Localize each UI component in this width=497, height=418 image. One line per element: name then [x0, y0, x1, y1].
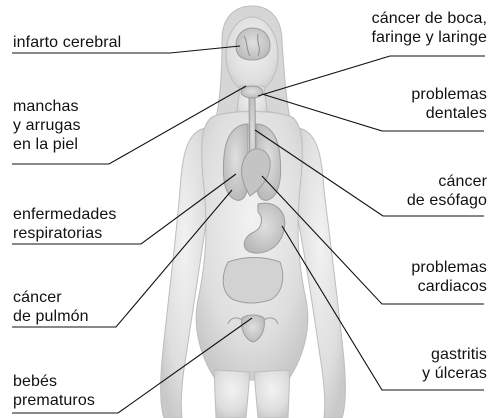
label-problemas-cardiacos: problemas cardiacos [411, 258, 487, 296]
label-line: prematuros [13, 391, 95, 410]
label-line: cáncer [13, 288, 89, 307]
label-line: manchas [13, 97, 81, 116]
label-line: bebés [13, 372, 95, 391]
label-line: respiratorias [13, 224, 117, 243]
label-problemas-dentales: problemas dentales [411, 85, 487, 123]
label-line: problemas [411, 258, 487, 277]
label-line: cáncer [407, 172, 487, 191]
label-bebes-prematuros: bebés prematuros [13, 372, 95, 410]
label-enfermedades-respiratorias: enfermedades respiratorias [13, 205, 117, 243]
label-line: y arrugas [13, 116, 81, 135]
label-line: gastritis [422, 345, 487, 364]
label-cancer-pulmon: cáncer de pulmón [13, 288, 89, 326]
label-line: dentales [411, 104, 487, 123]
label-infarto-cerebral: infarto cerebral [13, 33, 121, 52]
label-line: de pulmón [13, 307, 89, 326]
label-manchas-piel: manchas y arrugas en la piel [13, 97, 81, 154]
label-line: en la piel [13, 135, 81, 154]
label-cancer-boca: cáncer de boca, faringe y laringe [371, 9, 487, 47]
label-line: problemas [411, 85, 487, 104]
label-line: cardiacos [411, 277, 487, 296]
label-cancer-esofago: cáncer de esófago [407, 172, 487, 210]
label-line: infarto cerebral [13, 33, 121, 52]
label-line: y úlceras [422, 364, 487, 383]
body-silhouette [161, 6, 346, 418]
label-line: faringe y laringe [371, 28, 487, 47]
label-line: cáncer de boca, [371, 9, 487, 28]
label-line: enfermedades [13, 205, 117, 224]
label-line: de esófago [407, 191, 487, 210]
label-gastritis-ulceras: gastritis y úlceras [422, 345, 487, 383]
